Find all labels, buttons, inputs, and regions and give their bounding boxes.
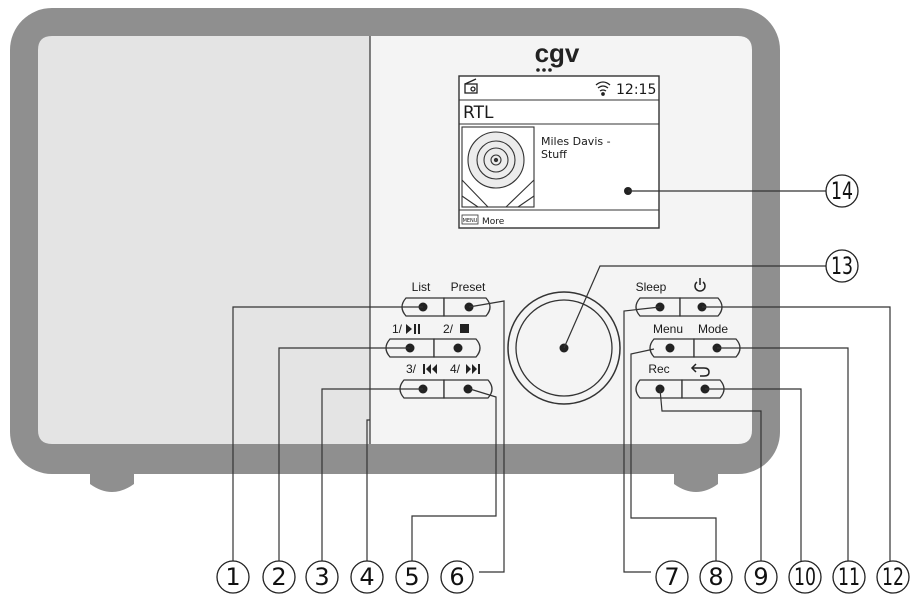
svg-text:12: 12 [882, 563, 904, 591]
svg-text:14: 14 [831, 177, 853, 205]
callout-5: 5 [395, 560, 429, 594]
svg-text:1/: 1/ [392, 322, 403, 336]
album-art-icon [461, 126, 535, 208]
power-icon [694, 278, 706, 292]
svg-text:2/: 2/ [443, 322, 454, 336]
leader-lines [232, 190, 891, 573]
leader-8 [630, 348, 717, 562]
svg-text:1: 1 [225, 563, 240, 591]
leader-4 [366, 419, 370, 562]
leader-7 [623, 306, 661, 573]
svg-text:9: 9 [753, 563, 768, 591]
leader-5 [411, 388, 497, 562]
radio-icon [464, 78, 478, 94]
rec-label: Rec [648, 362, 669, 376]
key4-label: 4/ [450, 362, 480, 376]
stop-icon [460, 324, 469, 333]
callout-14: 14 [825, 174, 859, 208]
back-icon [690, 363, 710, 377]
svg-text:3/: 3/ [406, 362, 417, 376]
callout-6: 6 [440, 560, 474, 594]
screen-menu-hint: More [482, 217, 505, 227]
svg-text:4: 4 [359, 563, 374, 591]
key4-button[interactable] [443, 379, 493, 399]
previous-icon [423, 364, 437, 374]
callout-12: 12 [876, 560, 910, 594]
leader-3 [321, 388, 423, 562]
next-icon [466, 364, 480, 374]
wifi-icon [595, 81, 611, 96]
leader-1 [232, 306, 423, 562]
menu-key-badge [461, 214, 479, 225]
logo-dots [536, 68, 552, 72]
leader-13 [563, 265, 826, 349]
rec-button[interactable] [635, 379, 683, 399]
key3-label: 3/ [406, 362, 437, 376]
preset-label: Preset [451, 280, 486, 294]
svg-text:3: 3 [314, 563, 329, 591]
key2-button[interactable] [433, 338, 481, 358]
callout-3: 3 [305, 560, 339, 594]
callout-2: 2 [262, 560, 296, 594]
callout-11: 11 [832, 560, 866, 594]
leader-10 [705, 388, 802, 562]
screen-track-line2: Stuff [541, 148, 567, 161]
screen-time: 12:15 [616, 82, 656, 98]
menu-button[interactable] [649, 338, 695, 358]
brand-logo: cgv [535, 38, 580, 68]
svg-text:10: 10 [794, 563, 816, 591]
svg-text:13: 13 [831, 252, 853, 280]
leader-9 [659, 388, 762, 562]
lcd-screen: 12:15 RTL Miles Davis - Stuff MENU More [458, 75, 660, 229]
leader-11 [717, 347, 849, 562]
list-label: List [412, 280, 431, 294]
play-pause-icon [406, 324, 420, 334]
callout-1: 1 [216, 560, 250, 594]
key2-label: 2/ [443, 322, 469, 336]
leader-12 [702, 306, 891, 562]
svg-text:11: 11 [838, 563, 860, 591]
svg-text:6: 6 [449, 563, 464, 591]
svg-text:7: 7 [664, 563, 679, 591]
speaker-panel [38, 36, 370, 444]
callout-13: 13 [825, 249, 859, 283]
mode-label: Mode [698, 322, 728, 336]
callout-9: 9 [744, 560, 778, 594]
svg-text:2: 2 [271, 563, 286, 591]
leader-6 [468, 300, 505, 573]
preset-button[interactable] [443, 297, 491, 317]
svg-text:5: 5 [404, 563, 419, 591]
svg-text:4/: 4/ [450, 362, 461, 376]
callout-7: 7 [655, 560, 689, 594]
callout-10: 10 [788, 560, 822, 594]
screen-menu-key: MENU [463, 218, 478, 224]
menu-label: Menu [653, 322, 683, 336]
svg-text:8: 8 [708, 563, 723, 591]
callout-8: 8 [699, 560, 733, 594]
key1-label: 1/ [392, 322, 420, 336]
screen-track-line1: Miles Davis - [541, 135, 611, 148]
callout-4: 4 [350, 560, 384, 594]
leader-2 [278, 347, 410, 562]
screen-station: RTL [463, 103, 494, 123]
sleep-label: Sleep [636, 280, 667, 294]
